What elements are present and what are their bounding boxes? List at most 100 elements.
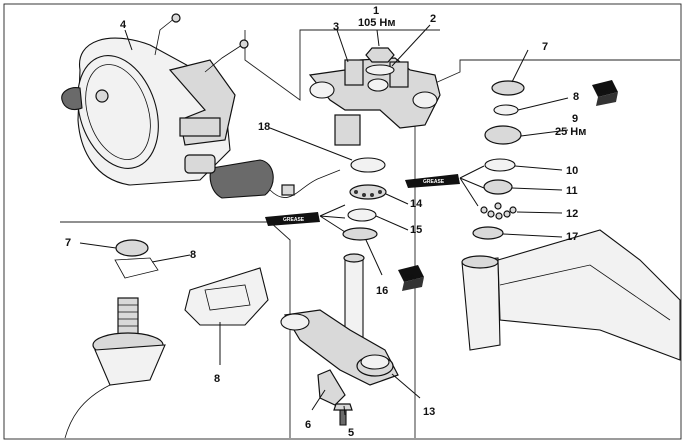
- frame-head-top: [461, 255, 499, 269]
- grease-label-upper: GREASE: [423, 179, 445, 185]
- brake-hose-bracket-6: [317, 369, 346, 406]
- inset-locknut-7: [115, 239, 149, 257]
- ball-bearing-14: [349, 184, 387, 200]
- frame-downtube: [497, 229, 681, 361]
- handlebar-clamp-left: [344, 59, 364, 86]
- turn-signal-stem: [184, 154, 216, 174]
- turn-signal-wire: [269, 169, 341, 198]
- leader-4: [124, 29, 133, 51]
- callout-12: 12: [566, 208, 578, 220]
- leader-14: [385, 193, 409, 205]
- right-inset-border-top: [414, 59, 680, 93]
- leader-3: [336, 29, 349, 63]
- bearing-ball: [362, 193, 366, 197]
- left-inset-border: [60, 221, 291, 438]
- leader-2: [391, 24, 431, 67]
- callout-4: 4: [120, 19, 127, 31]
- grease-tag-upper: GREASE: [405, 165, 485, 207]
- callout-7-inset: 7: [65, 237, 71, 249]
- leader-7b: [79, 242, 117, 249]
- grease-leader-upper: [459, 165, 485, 207]
- headlight-lens: [85, 64, 151, 160]
- bearing-ball: [503, 210, 511, 218]
- leader-6: [311, 389, 326, 411]
- callout-8-inset-washer: 8: [190, 249, 196, 261]
- top-bridge-fork-bore-right: [412, 91, 438, 109]
- torque-spec-part-9: 25 Нм: [555, 126, 586, 138]
- leader-13: [391, 373, 421, 399]
- stem-nut: [365, 47, 395, 63]
- lower-bearing-stack: [342, 157, 387, 241]
- leader-16: [365, 239, 383, 276]
- headlight-assembly: [61, 13, 341, 199]
- leader-lines: [79, 24, 569, 416]
- callout-2: 2: [430, 13, 436, 25]
- ma-icon-lower: M/A: [398, 265, 424, 291]
- grease-tags: GREASE GREASE: [265, 165, 485, 233]
- top-bridge-inset: [244, 29, 440, 101]
- inner-race-11: [483, 179, 513, 195]
- leader-12: [516, 211, 563, 214]
- stay-bolt-right: [239, 39, 249, 49]
- headlight-tip: [61, 87, 83, 111]
- bracket-block: [179, 117, 221, 137]
- bearing-ball: [370, 193, 374, 197]
- leader-7a: [511, 49, 529, 83]
- top-bridge: [308, 57, 441, 146]
- callout-18: 18: [258, 121, 270, 133]
- torque-specs: 105 Нм 25 Нм: [358, 17, 586, 138]
- bearing-ball: [354, 190, 358, 194]
- headlight-screw: [95, 89, 109, 103]
- ma-icon-lower-label: M/A: [405, 274, 415, 280]
- panel-frames: [3, 3, 682, 440]
- left-inset-locknut-tool: [64, 239, 269, 439]
- leader-10: [514, 165, 563, 171]
- ma-icon-lower-top: [398, 265, 424, 282]
- callout-3: 3: [333, 21, 339, 33]
- dust-seal-10: [484, 158, 516, 172]
- bolt-5-head: [333, 403, 353, 411]
- callout-15: 15: [410, 224, 422, 236]
- bottom-bridge-bore-right: [360, 354, 390, 370]
- headlight-stay-right: [204, 44, 243, 73]
- dust-seal-18: [350, 157, 386, 173]
- top-bridge-fork-bore-left: [309, 81, 335, 99]
- steering-stem-shaft: [344, 257, 364, 339]
- thread-lines: [118, 304, 138, 327]
- leader-11: [511, 187, 563, 191]
- inset-frame-head: [94, 344, 166, 386]
- callout-numbers: 1 2 3 4 5 6 7 7 8 8 8 9 10 11 12 13 14 1…: [65, 5, 579, 439]
- frame-weld-line: [499, 264, 671, 321]
- leader-17: [502, 233, 563, 238]
- leader-5: [343, 405, 346, 416]
- bearing-ball: [378, 190, 382, 194]
- leader-15: [375, 215, 409, 231]
- headlight-rim: [77, 55, 159, 169]
- stay-bolt-left: [171, 13, 181, 23]
- grease-leader-lower: [319, 204, 346, 233]
- ma-icon-upper-label: M/A: [599, 89, 609, 95]
- callout-10: 10: [566, 165, 578, 177]
- inset-wrench-cutout: [204, 284, 251, 311]
- leader-8b: [151, 254, 191, 263]
- race-15: [347, 208, 377, 222]
- upper-bearing-stack: [472, 80, 525, 240]
- callout-8-inset-tool: 8: [214, 373, 220, 385]
- ball-ring-12: [480, 202, 517, 220]
- leader-18: [269, 127, 353, 161]
- outer-border: [3, 3, 682, 440]
- stem-nut-and-washer: [365, 47, 395, 76]
- handlebar-clamp-right: [389, 61, 409, 88]
- leader-9: [520, 129, 569, 137]
- callout-11: 11: [566, 185, 578, 197]
- leader-1: [376, 29, 380, 47]
- torque-spec-part-1: 105 Нм: [358, 17, 396, 29]
- leader-8a: [517, 97, 569, 111]
- bottom-bridge-bore-left: [280, 313, 310, 331]
- grease-tag-lower: GREASE: [265, 204, 346, 233]
- inset-wrench-8: [184, 267, 269, 326]
- ma-icon-lower-side: [402, 277, 424, 291]
- callout-16: 16: [376, 285, 388, 297]
- grease-label-lower: GREASE: [283, 217, 305, 223]
